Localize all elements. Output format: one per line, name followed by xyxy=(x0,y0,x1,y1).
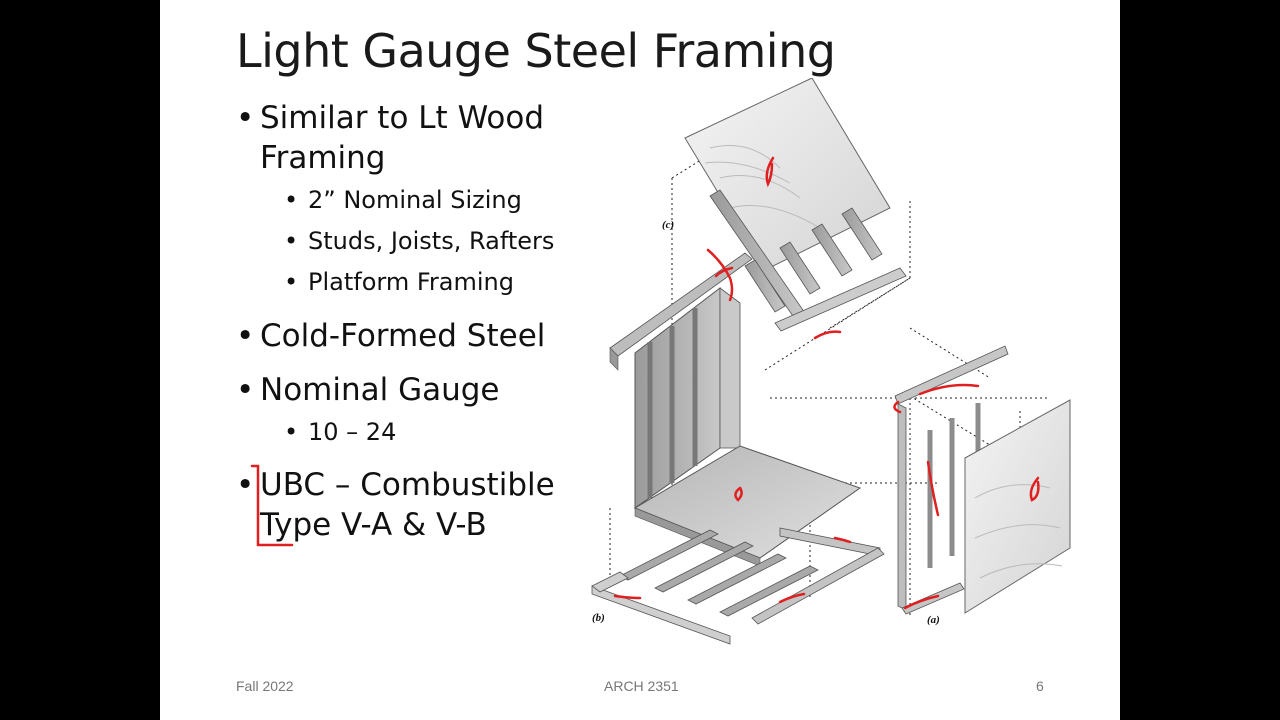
bullet-dot: • xyxy=(284,227,299,255)
bullet-dot: • xyxy=(236,318,255,354)
sub-bullet-text: Studs, Joists, Rafters xyxy=(308,227,555,255)
sub-bullet-text: 10 – 24 xyxy=(308,418,397,446)
footer-center: ARCH 2351 xyxy=(604,678,679,694)
bullet-dot: • xyxy=(236,100,255,136)
footer-page-number: 6 xyxy=(1036,678,1044,694)
slide-title: Light Gauge Steel Framing xyxy=(236,24,836,78)
slide: Light Gauge Steel Framing • Similar to L… xyxy=(160,0,1120,720)
bullet-dot: • xyxy=(236,467,255,503)
wall-sheathing-panel xyxy=(964,399,1071,614)
roof-sheathing-panel xyxy=(684,78,891,271)
rafters xyxy=(709,189,907,332)
sub-bullet-text: 2” Nominal Sizing xyxy=(308,186,522,214)
figure-label-c: (c) xyxy=(662,219,674,231)
floor-joists xyxy=(591,527,885,645)
bullet-dot: • xyxy=(284,418,299,446)
figure-label-a: (a) xyxy=(927,614,940,626)
sub-bullet-text: Platform Framing xyxy=(308,268,514,296)
bullet-dot: • xyxy=(236,372,255,408)
figure-label-b: (b) xyxy=(592,612,605,624)
bullet-dot: • xyxy=(284,268,299,296)
bullet-text: Type V-A & V-B xyxy=(260,507,487,543)
bullet-text: Framing xyxy=(260,140,386,176)
bullet-dot: • xyxy=(284,186,299,214)
framing-diagram: (c) (b) (a) xyxy=(591,78,1071,645)
bullet-text: Nominal Gauge xyxy=(260,372,500,408)
footer-left: Fall 2022 xyxy=(236,678,294,694)
bullet-text: Cold-Formed Steel xyxy=(260,318,546,354)
wall-frame xyxy=(634,286,741,509)
bullet-text: Similar to Lt Wood xyxy=(260,100,545,136)
bullet-text: UBC – Combustible xyxy=(260,467,555,503)
